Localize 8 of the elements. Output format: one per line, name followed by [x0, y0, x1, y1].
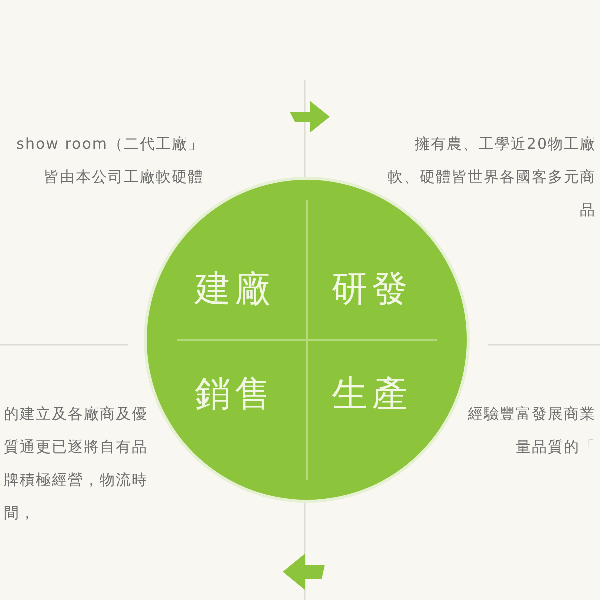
quadrant-label: 建廠 — [195, 268, 275, 312]
quadrant-label: 研發 — [332, 268, 412, 312]
quadrant-label: 生產 — [332, 373, 412, 417]
description-text: show room（二代工廠」皆由本公司工廠軟硬體 — [16, 134, 204, 188]
description-text: 擁有農、工學近20物工廠軟、硬體皆世界各國客多元商品 — [388, 134, 596, 221]
description-text: 經驗豐富發展商業量品質的「 — [467, 404, 596, 458]
description-text: 的建立及各廠商及優質通更已逐將自有品牌積極經營，物流時間， — [4, 404, 149, 524]
quadrant-label: 銷售 — [195, 373, 275, 417]
